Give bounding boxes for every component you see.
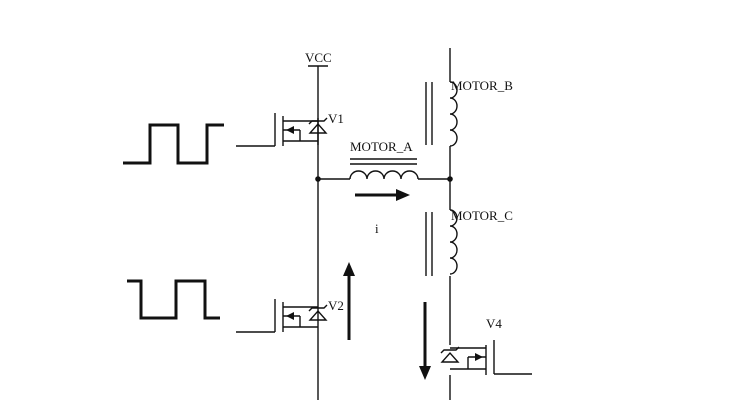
pwm-signal-bottom [127,279,220,320]
v4-label: V4 [486,316,502,331]
vcc-label: VCC [305,50,332,65]
left-rail [308,65,328,400]
motor-c-winding [425,209,458,276]
v1-label: V1 [328,111,344,126]
v2-label: V2 [328,298,344,313]
current-arrow-up [343,262,355,340]
current-arrow-down [419,302,431,380]
motor-c-label: MOTOR_C [451,208,513,223]
junction-left [315,176,321,182]
transistor-v2 [236,299,328,333]
motor-a-label: MOTOR_A [350,139,413,154]
transistor-v4 [440,340,532,375]
current-arrow-right [355,189,410,201]
current-label: i [375,221,379,236]
motor-a-winding [318,158,450,180]
pwm-signal-top [123,123,224,165]
motor-b-winding [425,81,458,147]
motor-b-label: MOTOR_B [451,78,513,93]
transistor-v1 [236,113,328,147]
